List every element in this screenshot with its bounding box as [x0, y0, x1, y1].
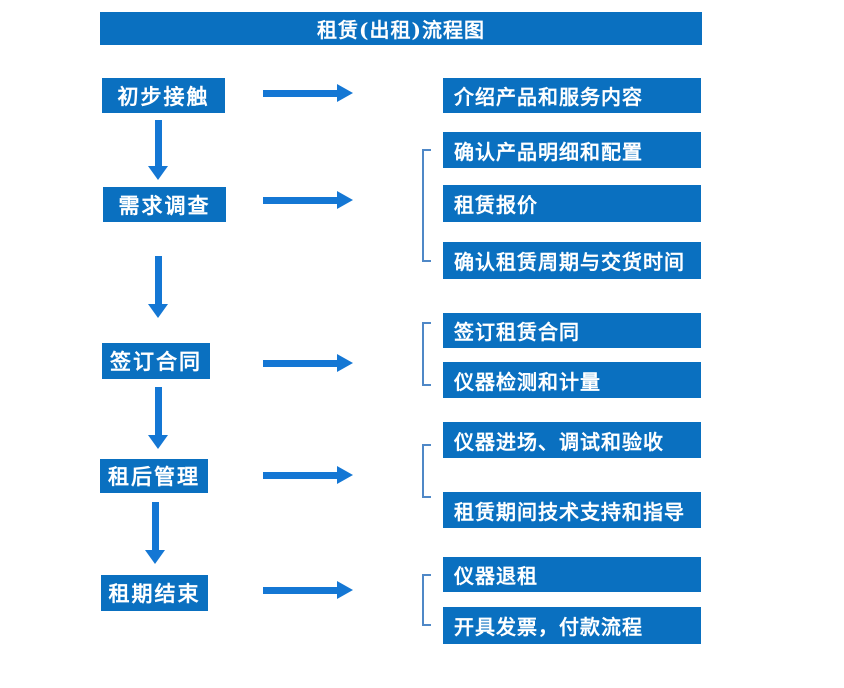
right-arrow-head [337, 84, 353, 102]
detail-box-instrument-return: 仪器退租 [443, 557, 701, 592]
flow-step-sign-contract: 签订合同 [102, 343, 210, 379]
right-arrow-stem [263, 472, 338, 479]
bracket-connector [422, 574, 431, 626]
right-arrow-icon [263, 191, 353, 209]
down-arrow-head [148, 166, 168, 180]
detail-box-instrument-setup-acceptance: 仪器进场、调试和验收 [443, 422, 701, 458]
right-arrow-head [337, 354, 353, 372]
detail-box-tech-support: 租赁期间技术支持和指导 [443, 492, 701, 528]
down-arrow-head [145, 550, 165, 564]
detail-box-confirm-product-config: 确认产品明细和配置 [443, 132, 701, 168]
flow-step-initial-contact: 初步接触 [102, 78, 225, 113]
bracket-connector [422, 322, 431, 386]
detail-box-rental-quote: 租赁报价 [443, 185, 701, 222]
down-arrow-stem [155, 256, 162, 304]
flow-step-post-rental-management: 租后管理 [100, 459, 208, 493]
down-arrow-icon [145, 502, 165, 564]
right-arrow-icon [263, 466, 353, 484]
page-title: 租赁(出租)流程图 [100, 12, 702, 45]
down-arrow-icon [148, 387, 168, 449]
right-arrow-stem [263, 197, 338, 204]
detail-box-confirm-period-delivery: 确认租赁周期与交货时间 [443, 242, 701, 279]
flow-step-lease-end: 租期结束 [101, 575, 208, 611]
detail-box-introduce-products: 介绍产品和服务内容 [443, 78, 701, 113]
right-arrow-head [337, 466, 353, 484]
right-arrow-icon [263, 84, 353, 102]
detail-box-instrument-testing: 仪器检测和计量 [443, 362, 701, 398]
bracket-connector [422, 149, 431, 262]
bracket-connector [422, 444, 431, 498]
down-arrow-stem [155, 120, 162, 166]
right-arrow-head [337, 581, 353, 599]
right-arrow-stem [263, 360, 338, 367]
down-arrow-head [148, 304, 168, 318]
flow-step-demand-survey: 需求调查 [103, 187, 226, 222]
right-arrow-icon [263, 354, 353, 372]
right-arrow-head [337, 191, 353, 209]
down-arrow-head [148, 435, 168, 449]
down-arrow-icon [148, 120, 168, 180]
right-arrow-stem [263, 90, 338, 97]
down-arrow-stem [155, 387, 162, 435]
down-arrow-icon [148, 256, 168, 318]
right-arrow-icon [263, 581, 353, 599]
right-arrow-stem [263, 587, 338, 594]
detail-box-sign-rental-contract: 签订租赁合同 [443, 313, 701, 348]
detail-box-invoice-payment: 开具发票，付款流程 [443, 607, 701, 644]
down-arrow-stem [152, 502, 159, 550]
